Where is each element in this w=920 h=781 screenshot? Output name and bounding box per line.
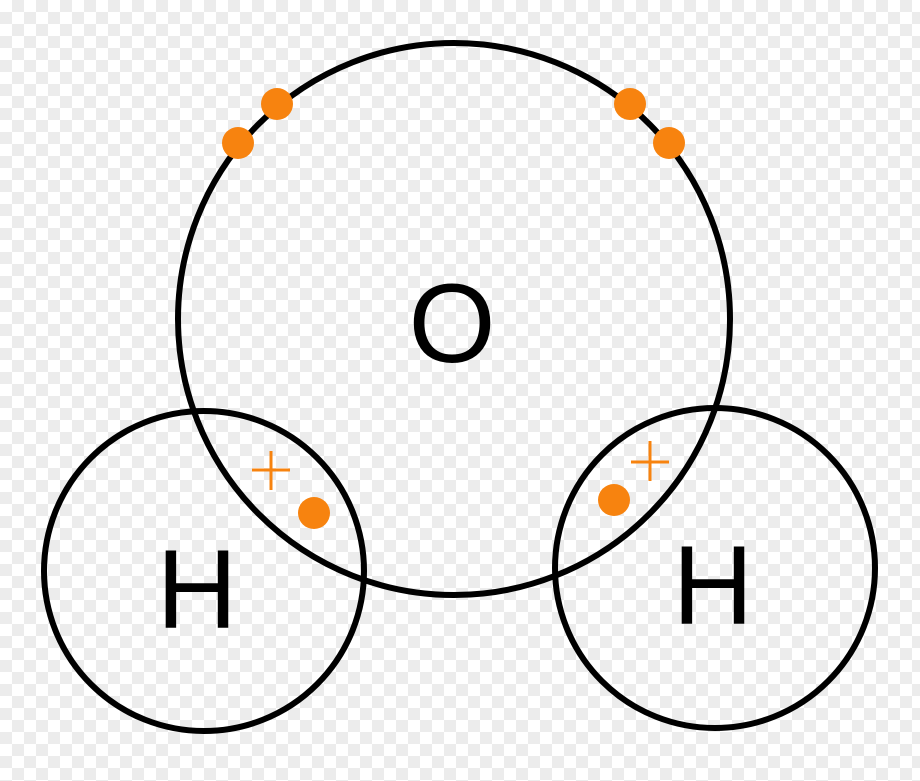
oxygen-lone-electron-3 [614, 88, 646, 120]
oxygen-label: O [408, 261, 495, 386]
hydrogen-right-shell [552, 405, 878, 731]
left-plus-marker [252, 451, 290, 490]
hydrogen-left-shell [41, 408, 367, 734]
oxygen-lone-electron-2 [222, 127, 254, 159]
oxygen-lone-electron-4 [653, 127, 685, 159]
right-plus-marker [631, 441, 669, 481]
right-bond-electron [598, 484, 630, 516]
oxygen-lone-electron-1 [261, 88, 293, 120]
oxygen-shell [175, 40, 733, 598]
hydrogen-right-label: H [673, 523, 754, 648]
hydrogen-left-label: H [157, 527, 238, 652]
left-bond-electron [298, 497, 330, 529]
